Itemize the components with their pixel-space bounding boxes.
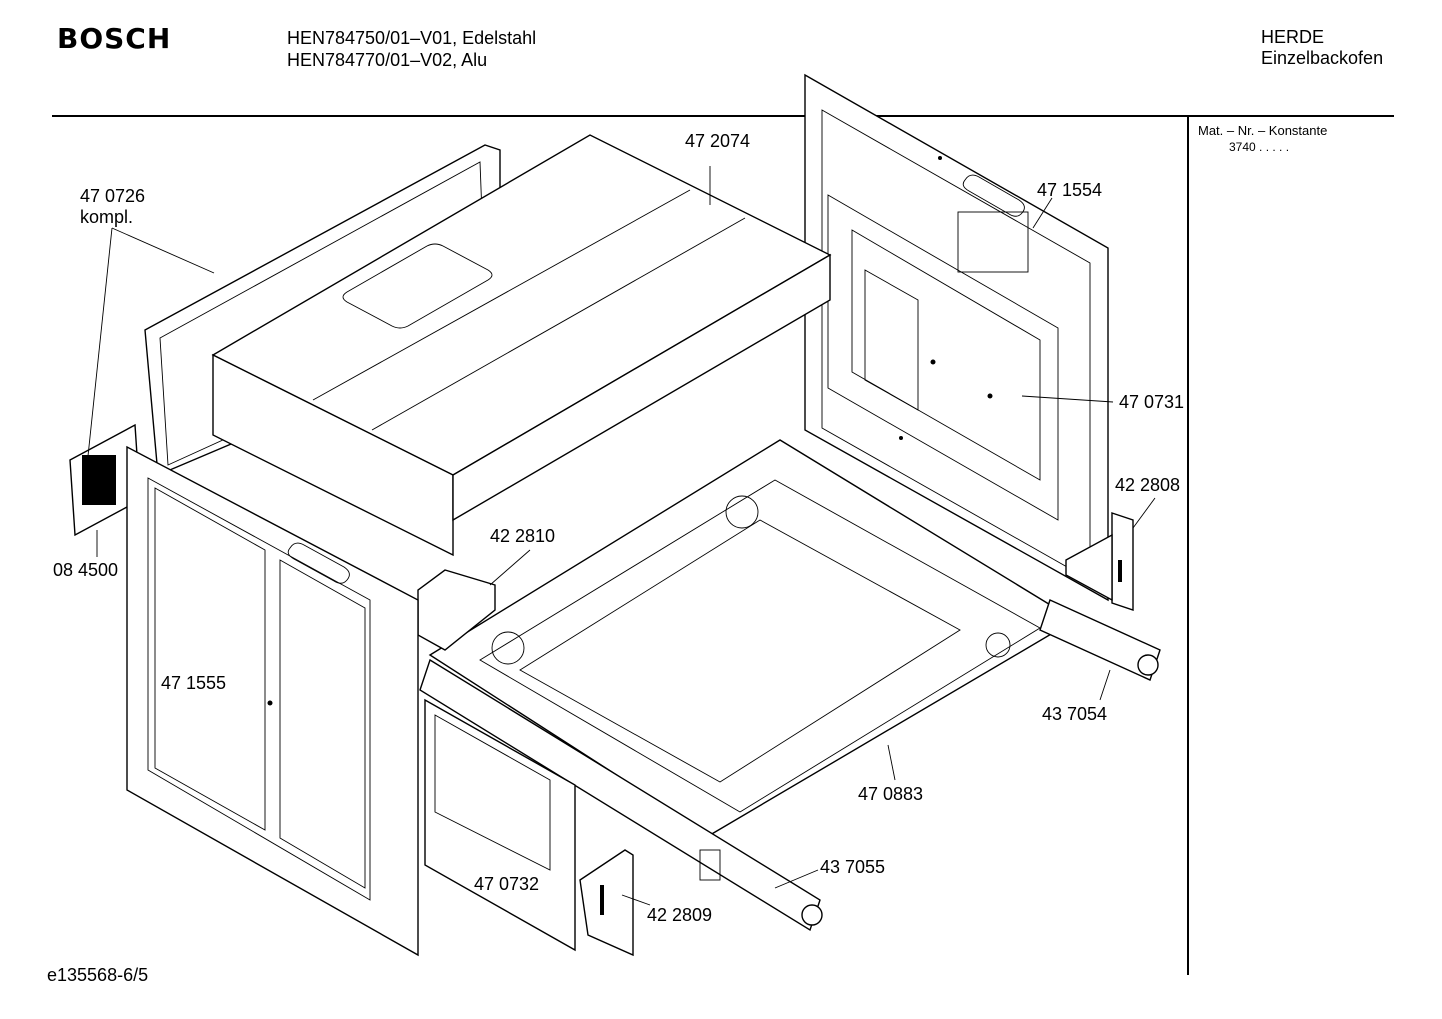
brand-logo: BOSCH [57, 22, 172, 55]
category-line-1: HERDE [1261, 27, 1325, 47]
part-label-437054: 43 7054 [1042, 704, 1108, 724]
runner-rear [1039, 599, 1161, 681]
rear-cover-plate [69, 423, 141, 537]
part-label-470726: 47 0726 [80, 186, 146, 206]
bracket-right [1065, 512, 1134, 611]
leader-lines [87, 166, 1156, 906]
part-label-471554: 47 1554 [1037, 180, 1103, 200]
drawing-code: e135568-6/5 [47, 965, 149, 985]
mat-nr-label: Mat. – Nr. – Konstante [1198, 123, 1328, 138]
part-label-kompl: kompl. [80, 207, 134, 227]
part-label-422810: 42 2810 [490, 526, 556, 546]
header-divider [52, 115, 1394, 117]
back-panel [804, 73, 1109, 602]
mat-nr-value: 3740 . . . . . [1229, 140, 1290, 154]
part-label-437055: 43 7055 [820, 857, 886, 877]
part-label-422809: 42 2809 [647, 905, 713, 925]
model-line-2: HEN784770/01–V02, Alu [287, 50, 488, 70]
top-housing [211, 134, 832, 557]
part-label-472074: 47 2074 [685, 131, 751, 151]
side-insulation [424, 698, 576, 952]
part-label-470883: 47 0883 [858, 784, 924, 804]
runner-front [419, 658, 823, 932]
sidebar-divider [1187, 117, 1189, 975]
part-label-422808: 42 2808 [1115, 475, 1181, 495]
category-line-2: Einzelbackofen [1261, 48, 1384, 68]
part-label-471555: 47 1555 [161, 673, 227, 693]
part-label-470731: 47 0731 [1119, 392, 1185, 412]
part-label-470732: 47 0732 [474, 874, 540, 894]
front-side-panel [126, 445, 419, 957]
model-line-1: HEN784750/01–V01, Edelstahl [287, 28, 537, 48]
part-label-084500: 08 4500 [53, 560, 119, 580]
bracket-front [579, 849, 634, 957]
